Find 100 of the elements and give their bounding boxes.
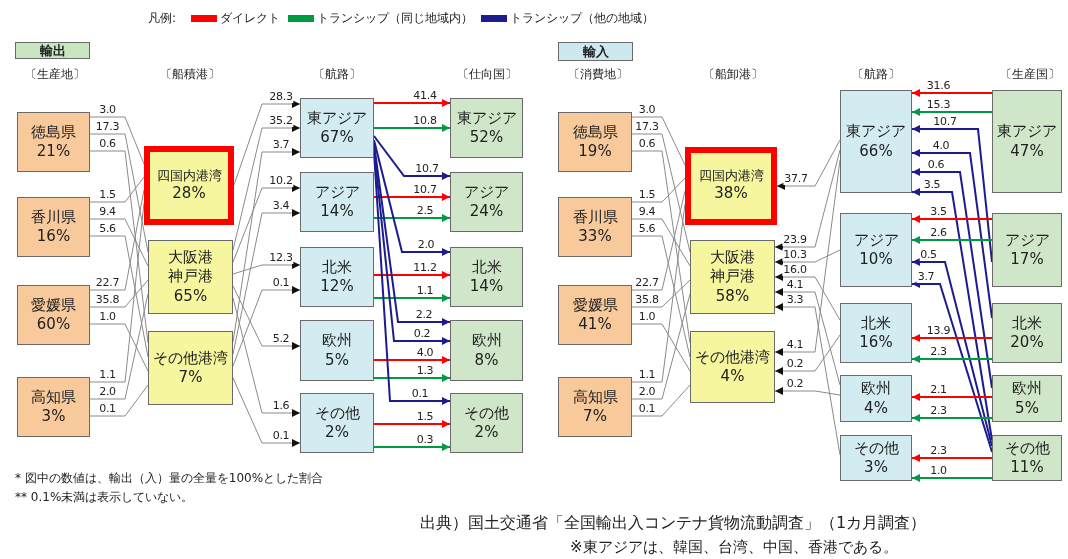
region-name: 愛媛県	[31, 295, 76, 315]
connector-line	[631, 293, 691, 400]
edge-label: 1.0	[929, 465, 948, 477]
edge-label: 1.3	[415, 365, 435, 377]
country-box	[450, 247, 523, 307]
connector-line	[89, 279, 149, 308]
connector-line	[89, 384, 149, 417]
arrow	[911, 334, 993, 342]
region-name: 神戸港	[168, 267, 213, 287]
arrow	[373, 124, 451, 132]
arrow	[911, 108, 993, 116]
edge-label: 22.7	[94, 277, 121, 289]
column-header: 〔生産地〕	[25, 66, 85, 83]
edge-label: 0.1	[637, 403, 657, 415]
arrow	[911, 215, 993, 223]
region-name: その他	[464, 403, 509, 423]
edge-label: 0.6	[637, 138, 657, 150]
edge-label: 10.3	[782, 249, 808, 261]
connector-line	[631, 177, 686, 203]
percentage-value: 19%	[578, 142, 612, 162]
region-name: 大阪港	[168, 247, 213, 268]
section-tab	[15, 42, 90, 59]
edge-label: 31.6	[925, 80, 952, 92]
percentage-value: 3%	[864, 458, 888, 478]
percentage-value: 17%	[1010, 250, 1044, 270]
legend-label: トランシップ（同じ地域内）	[317, 10, 473, 27]
percentage-value: 3%	[41, 407, 66, 427]
edge-label: 2.0	[98, 386, 117, 398]
percentage-value: 67%	[320, 128, 354, 148]
prefecture-box	[17, 112, 90, 172]
edge-label: 1.0	[98, 311, 117, 323]
arrow	[373, 443, 451, 451]
percentage-value: 12%	[320, 277, 354, 297]
prefecture-box	[558, 285, 632, 345]
arrow	[774, 149, 841, 251]
edge-label: 2.3	[929, 445, 948, 457]
edge-label: 3.7	[271, 139, 291, 151]
edge-label: 22.7	[634, 277, 660, 289]
region-name: 大阪港	[710, 247, 755, 268]
edge-label: 37.7	[783, 173, 809, 185]
region-name: 東アジア	[846, 122, 906, 142]
edge-label: 3.0	[637, 104, 657, 116]
edge-label: 2.3	[929, 346, 948, 358]
edge-label: 0.1	[271, 430, 291, 442]
percentage-value: 8%	[474, 350, 499, 370]
percentage-value: 5%	[1015, 398, 1039, 418]
percentage-value: 20%	[1010, 333, 1044, 353]
route-box	[840, 303, 912, 363]
region-name: 愛媛県	[572, 295, 618, 315]
arrow	[232, 377, 301, 447]
edge-label: 5.2	[271, 333, 291, 345]
region-name: 高知県	[31, 387, 76, 407]
connector-line	[89, 176, 145, 203]
arrow	[911, 355, 993, 363]
prefecture-box	[17, 197, 90, 257]
prefecture-box	[558, 377, 632, 437]
region-name: アジア	[853, 230, 899, 250]
edge-label: 9.4	[98, 206, 117, 218]
edge-label: 12.3	[268, 252, 294, 264]
port-box	[690, 240, 775, 314]
edge-label: 9.4	[637, 206, 657, 218]
region-name: 北米	[861, 313, 891, 333]
edge-label: 10.7	[414, 163, 440, 175]
edge-label: 2.0	[637, 386, 657, 398]
column-header: 〔航路〕	[313, 66, 361, 83]
region-name: 東アジア	[997, 122, 1057, 142]
region-name: 四国内港湾	[156, 167, 222, 184]
edge-label: 10.2	[268, 175, 294, 187]
arrow	[373, 294, 451, 302]
legend-label: ダイレクト	[220, 10, 280, 27]
percentage-value: 14%	[320, 202, 354, 222]
route-box	[300, 320, 374, 381]
route-box	[300, 98, 374, 158]
percentage-value: 4%	[864, 398, 888, 418]
edge-label: 3.0	[98, 104, 117, 116]
port-box	[148, 240, 233, 314]
edge-label: 10.7	[932, 116, 958, 128]
edge-label: 0.3	[415, 434, 435, 446]
percentage-value: 66%	[859, 141, 893, 161]
arrow	[232, 261, 301, 275]
edge-label: 3.3	[785, 294, 805, 306]
region-name: 欧州	[322, 331, 352, 351]
port-box	[685, 147, 777, 225]
column-header: 〔船積港〕	[160, 66, 220, 83]
edge-label: 11.2	[412, 262, 438, 274]
country-box	[992, 213, 1062, 287]
arrow	[774, 273, 841, 321]
region-name: 四国内港湾	[698, 168, 764, 185]
port-box	[144, 146, 234, 225]
arrow	[911, 125, 993, 263]
arrow	[911, 168, 993, 389]
edge-label: 1.5	[415, 411, 435, 423]
edge-label: 4.0	[931, 140, 951, 152]
edge-label: 2.1	[929, 384, 948, 396]
edge-label: 0.2	[785, 378, 805, 390]
column-header: 〔生産国〕	[1000, 66, 1060, 83]
percentage-value: 2%	[474, 423, 499, 443]
percentage-value: 5%	[325, 350, 349, 370]
percentage-value: 47%	[1010, 141, 1044, 161]
region-name: その他港湾	[695, 347, 770, 367]
